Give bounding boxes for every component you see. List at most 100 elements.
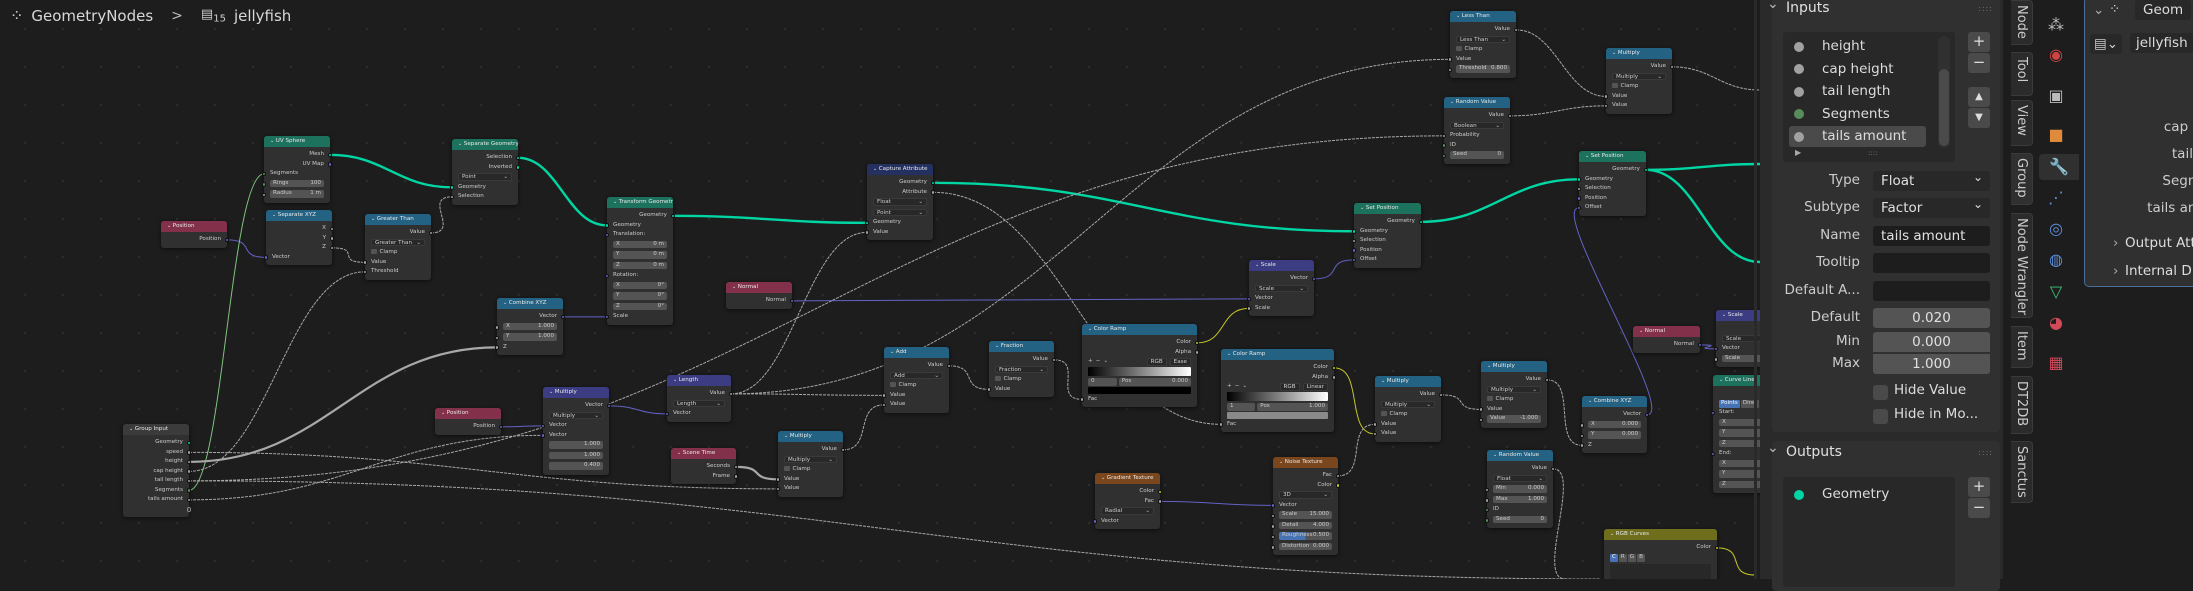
node-header[interactable]: Gradient Texture bbox=[1095, 473, 1160, 484]
socket-float[interactable] bbox=[1335, 473, 1341, 479]
socket-float[interactable] bbox=[186, 497, 192, 503]
default-attribute-field[interactable] bbox=[1873, 281, 1990, 301]
dropdown[interactable]: 3D⌄ bbox=[1279, 491, 1332, 499]
node-header[interactable]: RGB Curves bbox=[1604, 529, 1717, 540]
node-random-value[interactable]: Random ValueValueFloat⌄Min0.000Max1.000I… bbox=[1484, 450, 1556, 528]
socket-geo[interactable] bbox=[670, 213, 676, 219]
node-link[interactable] bbox=[1552, 468, 1566, 579]
node-header[interactable]: Multiply bbox=[778, 431, 843, 442]
node-link[interactable] bbox=[933, 191, 1221, 425]
dropdown[interactable]: Less Than⌄ bbox=[1456, 35, 1510, 43]
list-item[interactable]: Segments bbox=[1789, 104, 1926, 125]
socket-vec[interactable] bbox=[1576, 196, 1582, 201]
value-field[interactable]: Z-1 bbox=[1719, 480, 1760, 488]
checkbox[interactable] bbox=[890, 381, 896, 388]
socket-float[interactable] bbox=[1484, 487, 1490, 493]
node-set-position[interactable]: Set PositionGeometryGeometrySelectionPos… bbox=[1576, 151, 1649, 216]
node-link[interactable] bbox=[792, 298, 1249, 302]
socket-float[interactable] bbox=[1484, 498, 1490, 503]
editor-scrollbar[interactable] bbox=[1754, 0, 1757, 579]
move-up-button[interactable]: ▲ bbox=[1968, 87, 1990, 107]
socket-float[interactable] bbox=[362, 260, 368, 265]
socket-float[interactable] bbox=[1576, 186, 1582, 192]
node-link[interactable] bbox=[1334, 367, 1375, 435]
node-header[interactable]: Add bbox=[884, 347, 949, 358]
socket-float[interactable] bbox=[1507, 113, 1513, 119]
hide-value-checkbox[interactable] bbox=[1873, 385, 1888, 400]
internal-dependencies-subpanel[interactable]: Internal D bbox=[2125, 263, 2192, 279]
socket-vec[interactable] bbox=[1644, 412, 1650, 418]
socket-vec[interactable] bbox=[1351, 257, 1357, 263]
node-header[interactable]: Transform Geometry bbox=[607, 197, 673, 208]
socket-float[interactable] bbox=[1579, 423, 1585, 428]
socket-geo[interactable] bbox=[604, 223, 610, 228]
subtype-dropdown[interactable]: Factor bbox=[1873, 194, 1990, 218]
dropdown[interactable]: Point⌄ bbox=[458, 173, 512, 181]
node-link[interactable] bbox=[518, 156, 607, 227]
value-field[interactable]: 0.400 bbox=[549, 462, 603, 470]
checkbox[interactable] bbox=[1487, 395, 1493, 402]
socket-vec[interactable] bbox=[604, 314, 610, 320]
node-header[interactable]: Multiply bbox=[1375, 376, 1441, 387]
ramp-interp-dropdown[interactable]: Ease bbox=[1169, 358, 1191, 366]
socket-vec[interactable] bbox=[1697, 342, 1703, 348]
socket-float[interactable] bbox=[1194, 350, 1200, 355]
socket-vec[interactable] bbox=[604, 232, 610, 238]
socket-geo[interactable] bbox=[1576, 177, 1582, 182]
node-header[interactable]: Noise Texture bbox=[1273, 457, 1338, 468]
tab-item[interactable]: Item bbox=[2011, 326, 2033, 368]
socket-float[interactable] bbox=[986, 387, 992, 392]
ramp-stop-color[interactable] bbox=[1227, 411, 1328, 419]
ramp-stop-color[interactable] bbox=[1088, 386, 1191, 394]
socket-geo[interactable] bbox=[515, 155, 521, 161]
socket-float[interactable] bbox=[1051, 357, 1057, 363]
socket-int[interactable] bbox=[261, 171, 267, 177]
node-link[interactable] bbox=[227, 239, 266, 258]
socket-int[interactable] bbox=[1441, 143, 1447, 148]
socket-float[interactable] bbox=[1372, 431, 1378, 437]
ramp-mode-dropdown[interactable]: RGB bbox=[1279, 383, 1300, 391]
socket-float[interactable] bbox=[494, 335, 500, 341]
toggle-button[interactable]: Points bbox=[1719, 399, 1740, 408]
socket-float[interactable] bbox=[1441, 133, 1447, 139]
node-header[interactable]: Fraction bbox=[989, 341, 1054, 352]
socket-int[interactable] bbox=[1484, 518, 1490, 523]
node-link[interactable] bbox=[330, 153, 452, 189]
toggle-button[interactable]: G bbox=[1627, 553, 1637, 562]
node-link[interactable] bbox=[933, 181, 1354, 233]
socket-float[interactable] bbox=[329, 245, 335, 251]
output-attributes-subpanel[interactable]: Output Att bbox=[2125, 235, 2193, 251]
socket-geo[interactable] bbox=[1643, 167, 1649, 173]
node-link[interactable] bbox=[189, 480, 1601, 579]
node-link[interactable] bbox=[501, 425, 543, 428]
node-curve-line[interactable]: Curve LineCPointsDirecStart:X0Y0Z0End:X0… bbox=[1710, 375, 1760, 493]
list-item[interactable]: height bbox=[1789, 36, 1926, 57]
node-link[interactable] bbox=[189, 271, 365, 472]
socket-float[interactable] bbox=[329, 226, 335, 232]
socket-vec[interactable] bbox=[1576, 205, 1582, 211]
socket-float[interactable] bbox=[946, 363, 952, 369]
socket-float[interactable] bbox=[186, 450, 192, 455]
list-item[interactable]: tails amount bbox=[1789, 126, 1926, 147]
node-header[interactable]: Random Value bbox=[1487, 450, 1553, 461]
drag-grip-icon[interactable]: :::: bbox=[1978, 4, 1993, 13]
socket-float[interactable] bbox=[1478, 407, 1484, 412]
socket-vec[interactable] bbox=[498, 424, 504, 430]
collapse-chevron-icon[interactable]: ⌄ bbox=[2093, 2, 2105, 18]
curve-editor[interactable] bbox=[1610, 564, 1711, 579]
socket-float[interactable] bbox=[881, 402, 887, 408]
material-icon[interactable]: ◕ bbox=[2049, 313, 2063, 332]
node-header[interactable]: Curve Line bbox=[1713, 375, 1760, 386]
tab-tool[interactable]: Tool bbox=[2011, 52, 2033, 96]
socket-float[interactable] bbox=[1713, 357, 1719, 362]
